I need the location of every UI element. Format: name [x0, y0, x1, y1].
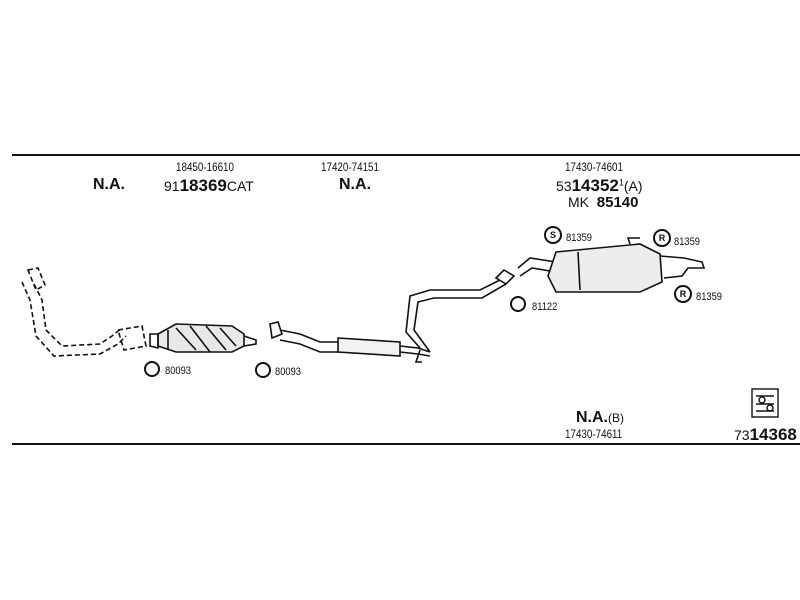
rubber-mount-icon: R: [674, 285, 692, 303]
rubber-mount-part-number-c: 81359: [696, 291, 723, 303]
hanger-ring-icon: [510, 296, 526, 312]
hanger-part-number: 81122: [532, 301, 558, 313]
rubber-mount-icon: S: [544, 226, 562, 244]
mounting-kit-code: MK 85140: [568, 194, 639, 211]
gasket-ring-icon: [144, 361, 160, 377]
rubber-mount-part-number-a: 81359: [566, 232, 593, 244]
gasket-part-number-2: 80093: [275, 366, 302, 378]
complete-kit-code: 7314368: [734, 425, 797, 444]
catalytic-converter-drawing: [149, 323, 257, 353]
oe-number-col4: 17430-74601: [565, 160, 624, 174]
part-code-col2: 9118369CAT: [164, 176, 254, 195]
oe-number-col2: 18450-16610: [176, 160, 235, 174]
top-rule: [12, 154, 800, 156]
part-code-col4: 53143521(A): [556, 176, 643, 195]
gasket-ring-icon: [255, 362, 271, 378]
rubber-mount-part-number-b: 81359: [674, 236, 701, 248]
rubber-mount-icon: R: [653, 229, 671, 247]
gasket-part-number-1: 80093: [165, 365, 192, 377]
na-label-col1: N.A.: [93, 176, 125, 193]
na-label-bottom: N.A.(B): [576, 409, 624, 426]
oe-number-col3: 17420-74151: [321, 160, 380, 174]
middle-pipe-drawing: [269, 279, 507, 363]
na-label-col3: N.A.: [339, 176, 371, 193]
oe-number-bottom: 17430-74611: [565, 427, 623, 441]
rear-muffler-drawing: [494, 237, 706, 293]
bottom-rule: [12, 443, 800, 445]
front-pipe-drawing: [21, 267, 147, 357]
